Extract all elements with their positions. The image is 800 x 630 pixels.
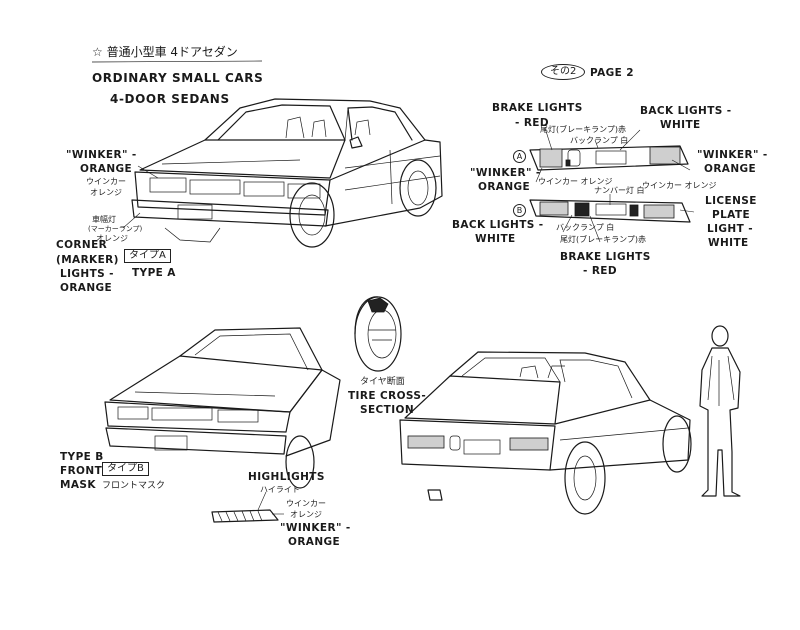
type-a-label: TYPE A	[132, 267, 176, 279]
corner-label-3: LIGHTS -	[60, 268, 114, 280]
standing-man-figure	[699, 325, 741, 497]
back-lights-bottom-jp: バックランプ 白	[556, 223, 615, 232]
page-label: PAGE 2	[590, 67, 635, 79]
sedan-rear-drawing	[399, 351, 692, 515]
sedan-type-a-drawing	[131, 98, 443, 248]
page-label-japanese: その2	[541, 64, 586, 80]
rear-panel-b	[529, 199, 691, 223]
brake-lights-top-2: - RED	[515, 117, 549, 129]
corner-jp-3: オレンジ	[96, 234, 128, 243]
corner-label-4: ORANGE	[60, 282, 113, 294]
winker-right-2: ORANGE	[704, 163, 757, 175]
winker-right-jp: ウインカー オレンジ	[642, 181, 717, 190]
tire-label-1: TIRE CROSS-	[348, 390, 427, 402]
back-lights-top-2: WHITE	[660, 119, 701, 131]
rear-panel-a	[529, 145, 689, 171]
winker-right-1: "WINKER" -	[697, 149, 768, 161]
title-line-2: 4-DOOR SEDANS	[110, 92, 230, 106]
tire-section-jp: タイヤ断面	[360, 377, 405, 387]
winker-a-jp-1: ウインカー	[86, 177, 126, 186]
license-label-3: LIGHT -	[707, 223, 753, 235]
leader-winker-a	[137, 165, 159, 179]
brake-lights-bottom-2: - RED	[583, 265, 617, 277]
number-light-jp: ナンバー灯 白	[594, 186, 645, 195]
corner-label-1: CORNER	[56, 239, 108, 251]
title-underline	[91, 60, 263, 63]
front-mask-jp: フロントマスク	[102, 481, 166, 491]
back-lights-bottom-2: WHITE	[475, 233, 516, 245]
type-a-jp-box: タイプA	[124, 249, 171, 263]
winker-a-jp-2: オレンジ	[90, 188, 122, 197]
license-label-2: PLATE	[712, 209, 751, 221]
brake-lights-top-jp: 尾灯(ブレーキランプ)赤	[540, 125, 627, 134]
winker-b-jp-2: オレンジ	[290, 510, 322, 519]
rear-panel-leaders	[535, 127, 695, 243]
title-line-1: ORDINARY SMALL CARS	[92, 71, 264, 85]
highlights-jp: ハイライト	[260, 485, 300, 494]
corner-jp-2: (マーカーランプ)	[88, 225, 143, 233]
panel-a-marker: A	[513, 150, 526, 163]
tire-label-2: SECTION	[360, 404, 415, 416]
back-lights-bottom-1: BACK LIGHTS -	[452, 219, 544, 231]
back-lights-top-jp: バックランプ 白	[570, 136, 629, 145]
tire-section-drawing	[354, 296, 402, 372]
type-b-label-3: MASK	[60, 479, 96, 491]
brake-lights-top-1: BRAKE LIGHTS	[492, 102, 583, 114]
license-label-1: LICENSE	[705, 195, 757, 207]
license-label-4: WHITE	[708, 237, 749, 249]
brake-lights-bottom-jp: 尾灯(ブレーキランプ)赤	[560, 235, 647, 244]
type-b-label-1: TYPE B	[60, 451, 104, 463]
panel-b-marker: B	[513, 204, 526, 217]
winker-b-label-1: "WINKER" -	[280, 522, 351, 534]
winker-a-label-1: "WINKER" -	[66, 149, 137, 161]
winker-a-label-2: ORANGE	[80, 163, 133, 175]
winker-b-label-2: ORANGE	[288, 536, 341, 548]
brake-lights-bottom-1: BRAKE LIGHTS	[560, 251, 651, 263]
highlights-label: HIGHLIGHTS	[248, 471, 325, 483]
winker-left-2: ORANGE	[478, 181, 531, 193]
back-lights-top-1: BACK LIGHTS -	[640, 105, 732, 117]
type-b-label-2: FRONT	[60, 465, 103, 477]
leader-corner-a	[122, 212, 141, 229]
corner-jp-1: 車幅灯	[92, 215, 116, 224]
winker-left-1: "WINKER" -	[470, 167, 541, 179]
sedan-type-b-drawing	[104, 327, 341, 489]
title-japanese: ☆ 普通小型車 4ドアセダン	[92, 45, 238, 59]
corner-label-2: (MARKER)	[56, 254, 119, 266]
winker-left-jp: ウインカー オレンジ	[538, 177, 613, 186]
highlight-detail	[211, 491, 284, 523]
winker-b-jp-1: ウインカー	[286, 499, 326, 508]
type-b-jp-box: タイプB	[102, 462, 149, 476]
